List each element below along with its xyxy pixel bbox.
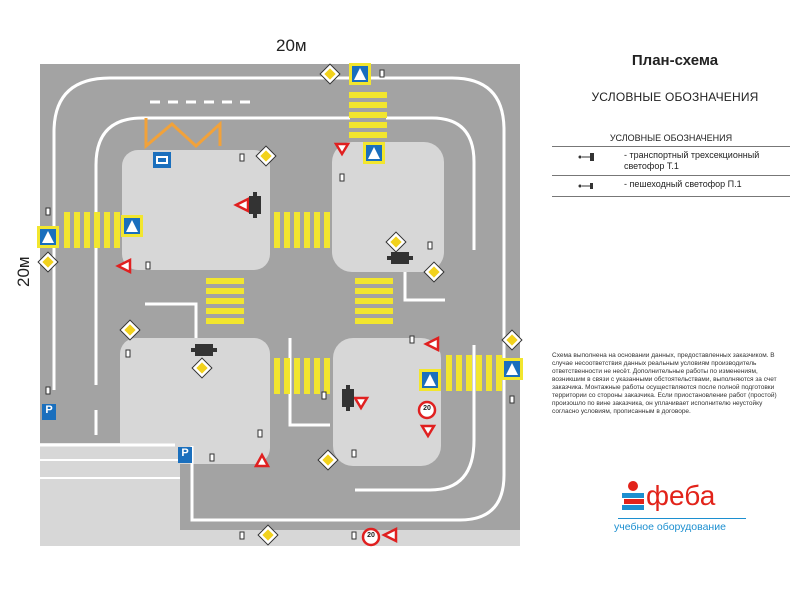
- island-bottom-right: [333, 338, 441, 466]
- crosswalk-top: [349, 90, 387, 140]
- parking-sign-label-bottom: P: [181, 447, 189, 459]
- legend-label-vehicle-light: - транспортный трехсекционный светофор Т…: [624, 150, 760, 171]
- legend-table: УСЛОВНЫЕ ОБОЗНАЧЕНИЯ - транспортный трех…: [552, 133, 790, 197]
- pedestrian-traffic-lights: [45, 69, 515, 540]
- crosswalk-center-bottom: [274, 358, 330, 394]
- bus-stop-sign: [153, 152, 171, 168]
- legend-label-pedestrian-light: - пешеходный светофор П.1: [624, 179, 742, 189]
- bottom-left-lane-lines: [40, 459, 180, 479]
- speed-limit-label-bottom: 20: [367, 532, 375, 539]
- brand-name: феба: [646, 480, 716, 511]
- island-bottom-left: [120, 338, 270, 464]
- barrier-zigzag: [144, 118, 222, 150]
- dimension-left-label: 20м: [14, 256, 33, 287]
- parking-sign-label-left: P: [45, 404, 53, 416]
- pedestrian-crossing-signs: [37, 63, 523, 391]
- sidewalk-bottom: [180, 530, 520, 546]
- crosswalk-left: [64, 212, 120, 248]
- crosswalk-center-top: [274, 212, 330, 248]
- island-top-right: [332, 142, 444, 272]
- books-logo-icon: [622, 481, 644, 510]
- legend-row-vehicle-light: - транспортный трехсекционный светофор Т…: [552, 147, 790, 176]
- vehicle-traffic-lights: [191, 192, 413, 411]
- yield-signs: [115, 142, 440, 544]
- parking-signs: [42, 404, 192, 463]
- crosswalk-center-right: [355, 278, 393, 324]
- crosswalk-center-left: [206, 278, 244, 324]
- brand-divider: [618, 518, 746, 519]
- brand-tagline: учебное оборудование: [614, 521, 726, 533]
- contract-notes: Схема выполнена на основании данных, пре…: [552, 352, 777, 415]
- crosswalk-right: [446, 355, 502, 391]
- priority-road-signs: [37, 63, 523, 546]
- legend-subtitle: УСЛОВНЫЕ ОБОЗНАЧЕНИЯ: [591, 90, 759, 104]
- legend-row-pedestrian-light: - пешеходный светофор П.1: [552, 176, 790, 197]
- corner-bottom-left: [40, 443, 180, 546]
- vehicle-traffic-light-icon: [552, 150, 624, 164]
- page-title: План-схема: [631, 52, 719, 69]
- island-top-left: [122, 150, 270, 270]
- legend-header: УСЛОВНЫЕ ОБОЗНАЧЕНИЯ: [552, 133, 790, 147]
- dimension-top-label: 20м: [276, 36, 307, 55]
- speed-limit-label-right: 20: [423, 405, 431, 412]
- pedestrian-traffic-light-icon: [552, 179, 624, 193]
- brand-logo: феба учебное оборудование: [610, 478, 750, 538]
- speed-limit-signs: [361, 400, 437, 547]
